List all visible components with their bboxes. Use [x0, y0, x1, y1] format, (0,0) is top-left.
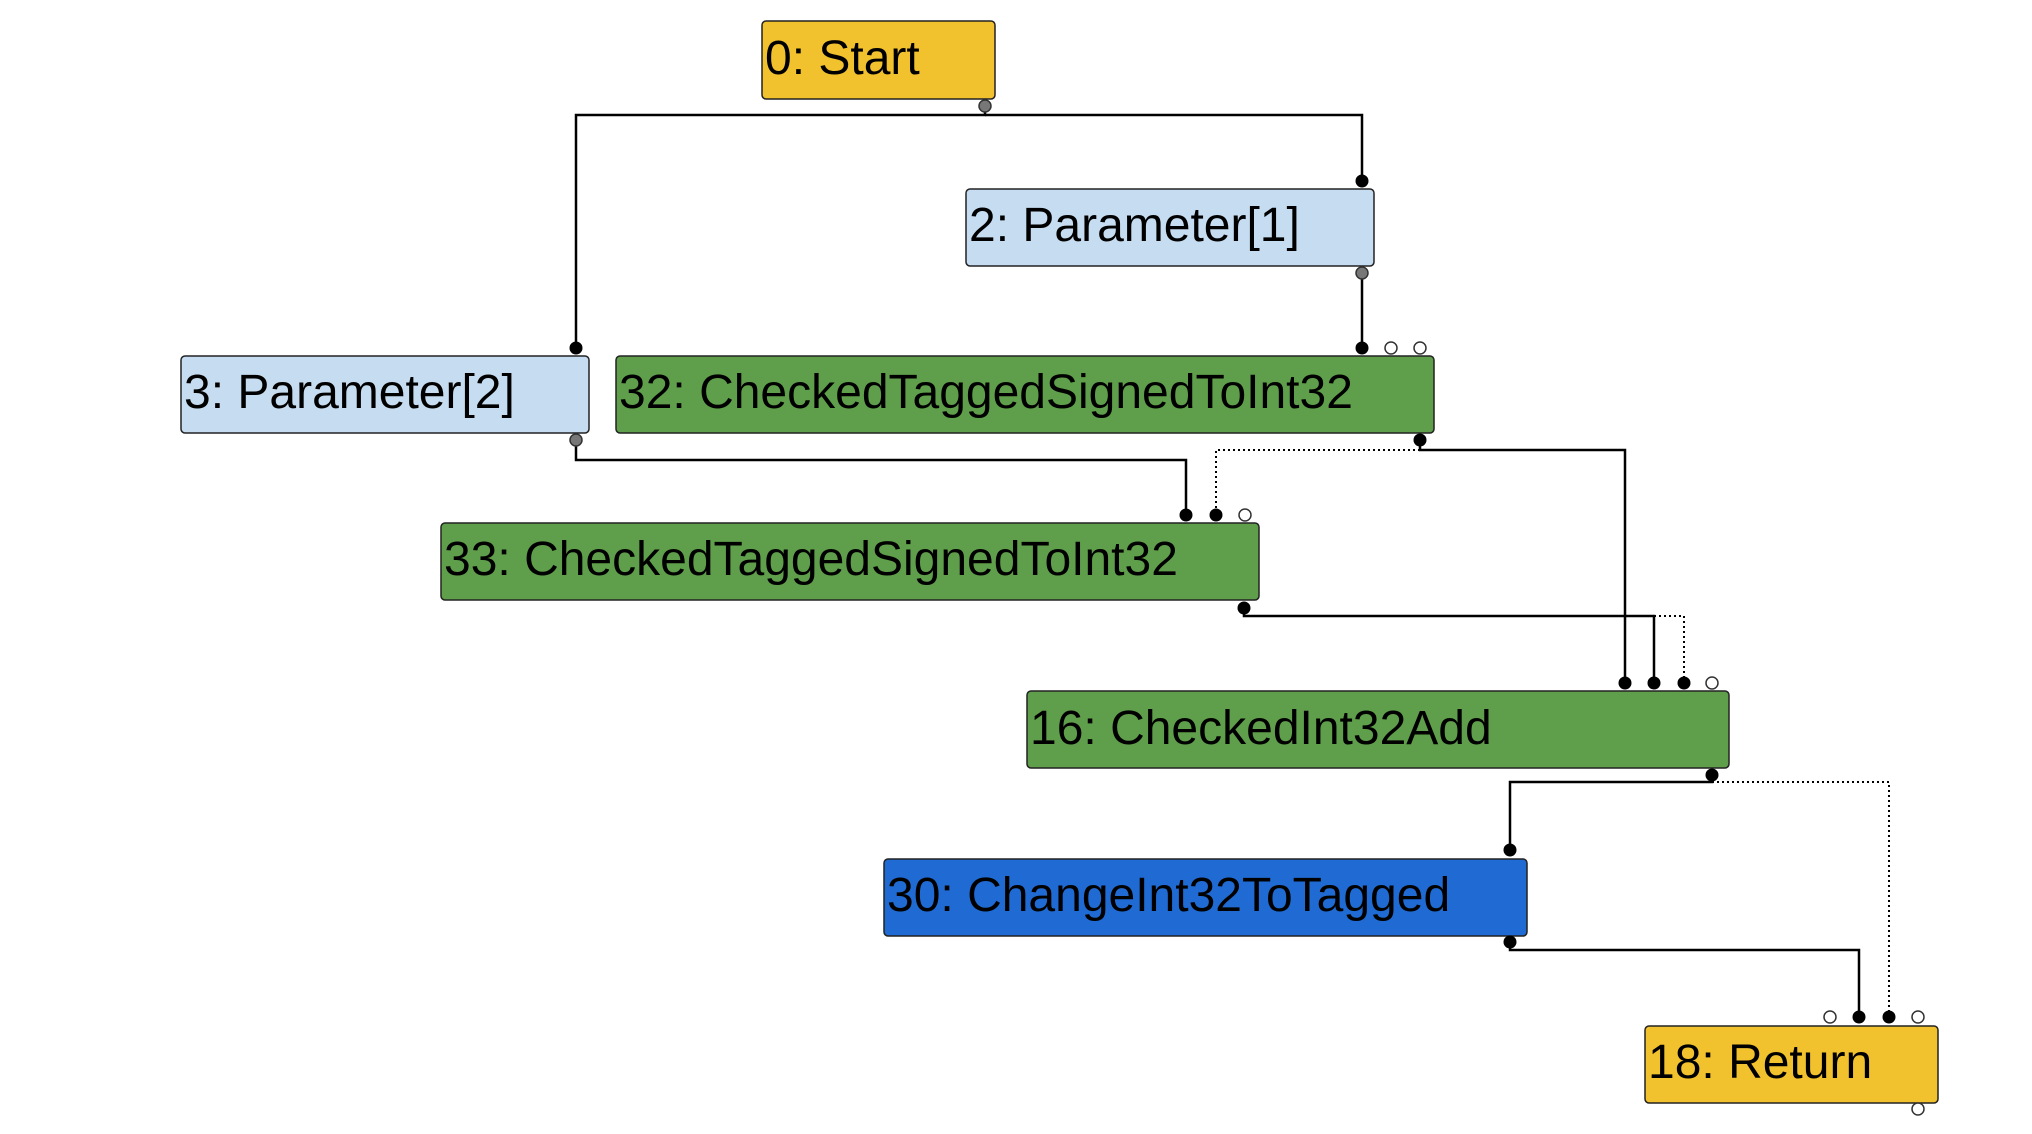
node-checked-33-box[interactable]	[440, 522, 1260, 601]
port-node16-out[interactable]	[1705, 768, 1719, 782]
node-parameter-1[interactable]: 2: Parameter[1]	[965, 188, 1375, 267]
node-parameter-2-label: 3: Parameter[2]	[184, 366, 515, 419]
port-node33-in-control[interactable]	[1238, 508, 1252, 522]
port-return-in-count[interactable]	[1823, 1010, 1837, 1024]
edge-node32-to-node33-effect	[1215, 440, 1421, 512]
node-checked-32-label: 32: CheckedTaggedSignedToInt32	[619, 366, 1353, 419]
port-node16-in-effect[interactable]	[1677, 676, 1691, 690]
node-return-label: 18: Return	[1648, 1036, 1872, 1089]
node-checked-33[interactable]: 33: CheckedTaggedSignedToInt32	[440, 522, 1260, 601]
node-change-int32-to-tagged-box[interactable]	[883, 858, 1528, 937]
node-checked-32-box[interactable]	[615, 355, 1435, 434]
ports	[569, 99, 1925, 1116]
edge-node16-to-node30	[1508, 774, 1714, 847]
node-checked-int32-add-label: 16: CheckedInt32Add	[1030, 702, 1492, 755]
edge-param2-to-node33	[574, 441, 1188, 512]
edge-node30-to-node18	[1508, 941, 1861, 1014]
port-node33-out[interactable]	[1237, 601, 1251, 615]
node-return[interactable]: 18: Return	[1644, 1025, 1939, 1104]
node-change-int32-to-tagged[interactable]: 30: ChangeInt32ToTagged	[883, 858, 1528, 937]
edge-node16-to-node18-effect	[1712, 781, 1890, 1014]
node-checked-32[interactable]: 32: CheckedTaggedSignedToInt32	[615, 355, 1435, 434]
node-checked-int32-add-box[interactable]	[1026, 690, 1730, 769]
node-parameter-2[interactable]: 3: Parameter[2]	[180, 355, 590, 434]
port-node16-in-right[interactable]	[1647, 676, 1661, 690]
port-return-in-effect[interactable]	[1882, 1010, 1896, 1024]
edge-start-to-param1	[985, 113, 1364, 177]
node-start[interactable]: 0: Start	[761, 20, 996, 100]
port-node32-in-effect[interactable]	[1384, 341, 1398, 355]
node-change-int32-to-tagged-label: 30: ChangeInt32ToTagged	[887, 869, 1450, 922]
port-node32-out[interactable]	[1413, 433, 1427, 447]
port-return-in-value[interactable]	[1852, 1010, 1866, 1024]
port-node33-in-value[interactable]	[1179, 508, 1193, 522]
port-return-out[interactable]	[1911, 1102, 1925, 1116]
node-parameter-1-box[interactable]	[965, 188, 1375, 267]
node-return-box[interactable]	[1644, 1025, 1939, 1104]
node-parameter-2-box[interactable]	[180, 355, 590, 434]
edge-start-to-param2	[574, 107, 987, 345]
nodes: 0: Start 2: Parameter[1] 3: Parameter[2]…	[180, 20, 1939, 1104]
port-return-in-control[interactable]	[1911, 1010, 1925, 1024]
port-node32-in-control[interactable]	[1413, 341, 1427, 355]
port-param1-in[interactable]	[1355, 174, 1369, 188]
node-checked-int32-add[interactable]: 16: CheckedInt32Add	[1026, 690, 1730, 769]
port-node32-in-value[interactable]	[1355, 341, 1369, 355]
port-param2-in[interactable]	[569, 341, 583, 355]
port-node30-out[interactable]	[1503, 935, 1517, 949]
port-param1-out[interactable]	[1355, 266, 1369, 280]
port-start-out[interactable]	[978, 99, 992, 113]
port-param2-out[interactable]	[569, 433, 583, 447]
port-node16-in-left[interactable]	[1618, 676, 1632, 690]
edge-node32-to-node16	[1418, 440, 1627, 680]
edge-node33-to-node16-effect	[1244, 615, 1685, 680]
edge-node33-to-node16	[1242, 608, 1656, 680]
port-node30-in[interactable]	[1503, 843, 1517, 857]
port-node16-in-control[interactable]	[1705, 676, 1719, 690]
node-parameter-1-label: 2: Parameter[1]	[969, 199, 1300, 252]
port-node33-in-effect[interactable]	[1209, 508, 1223, 522]
node-start-label: 0: Start	[765, 32, 920, 85]
node-checked-33-label: 33: CheckedTaggedSignedToInt32	[444, 533, 1178, 586]
node-start-box[interactable]	[761, 20, 996, 100]
